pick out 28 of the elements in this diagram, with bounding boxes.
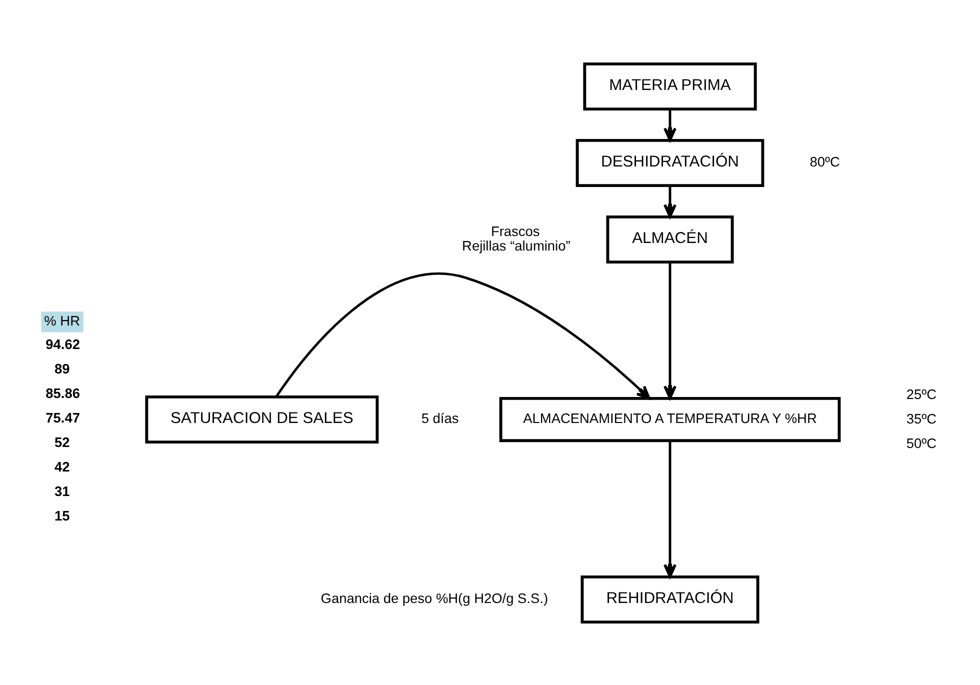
label: 50ºC: [906, 436, 937, 451]
arrow: [663, 108, 677, 141]
label: 35ºC: [906, 411, 937, 426]
node-label: 5 días: [421, 410, 459, 426]
node-box: SATURACION DE SALES: [145, 394, 379, 444]
node-label: Rejillas “aluminio”: [462, 238, 570, 253]
label: 25ºC: [906, 386, 937, 402]
node-box: DESHIDRATACIÓN: [576, 138, 764, 187]
label: 52: [54, 434, 70, 450]
label: % HR: [44, 313, 80, 328]
label: 94.62: [46, 336, 80, 352]
node-label: 80ºC: [810, 154, 840, 170]
arrow: [663, 440, 677, 578]
node-box: ALMACENAMIENTO A TEMPERATURA Y %HR: [499, 396, 841, 442]
node-label: Ganancia de peso %H(g H2O/g S.S.): [320, 590, 548, 606]
node-box: REHIDRATACIÓN: [580, 574, 760, 624]
label: 75.47: [46, 410, 80, 426]
label: 85.86: [46, 386, 80, 401]
label: 31: [54, 484, 70, 499]
label: 15: [54, 508, 70, 524]
arrow: [663, 185, 677, 218]
node-box: MATERIA PRIMA: [583, 62, 757, 110]
label: 89: [54, 361, 70, 376]
node-box: ALMACÉN: [606, 214, 734, 264]
node-label: Frascos: [490, 223, 540, 238]
arrow: [663, 262, 677, 399]
arrow: [275, 272, 650, 400]
label: 42: [54, 459, 70, 474]
